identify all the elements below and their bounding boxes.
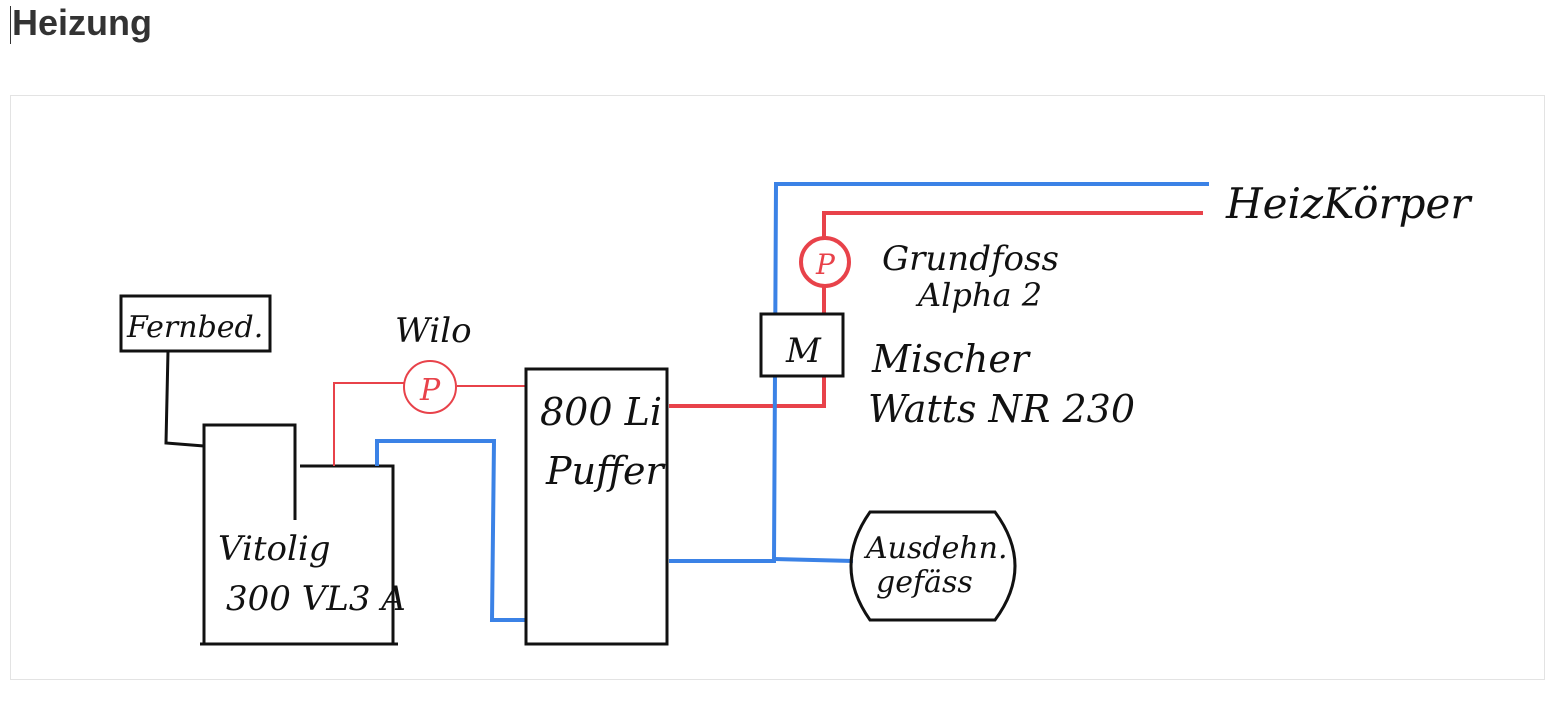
text-cursor bbox=[10, 6, 11, 44]
wilo-pump-label: Wilo bbox=[395, 311, 472, 351]
mixer-valve-symbol: M bbox=[785, 331, 822, 371]
mixer-label-line2: Watts NR 230 bbox=[868, 387, 1135, 431]
remote-control-box bbox=[119, 294, 272, 353]
boiler-outline bbox=[200, 423, 398, 646]
grundfoss-pump-symbol: P bbox=[815, 248, 836, 281]
remote-cable bbox=[164, 350, 205, 448]
remote-control-label: Fernbed. bbox=[126, 310, 263, 345]
expansion-label-line1: Ausdehn. bbox=[863, 531, 1008, 566]
buffer-label-line1: 800 Li bbox=[540, 390, 662, 434]
grundfoss-label-line2: Alpha 2 bbox=[915, 276, 1042, 314]
boiler-label-line1: Vitolig bbox=[218, 529, 330, 569]
wilo-pump-symbol: P bbox=[419, 373, 441, 408]
radiators-label: HeizKörper bbox=[1225, 179, 1473, 228]
expansion-label-line2: gefäss bbox=[876, 565, 973, 600]
grundfoss-label-line1: Grundfoss bbox=[882, 239, 1059, 279]
boiler-supply-pipe bbox=[333, 382, 526, 466]
grundfoss-pump-icon bbox=[799, 236, 851, 288]
boiler-label-line2: 300 VL3 A bbox=[226, 579, 406, 619]
mixer-label-line1: Mischer bbox=[871, 337, 1032, 381]
expansion-vessel-pipe bbox=[773, 557, 854, 563]
buffer-label-line2: Puffer bbox=[545, 449, 666, 493]
boiler-return-pipe bbox=[375, 439, 526, 622]
wilo-pump-icon bbox=[403, 360, 457, 414]
expansion-vessel bbox=[849, 510, 1017, 622]
page-title: Heizung bbox=[12, 2, 152, 43]
buffer-tank bbox=[524, 367, 669, 646]
radiator-supply-pipe bbox=[669, 211, 1203, 408]
mixer-valve-box bbox=[759, 312, 845, 378]
